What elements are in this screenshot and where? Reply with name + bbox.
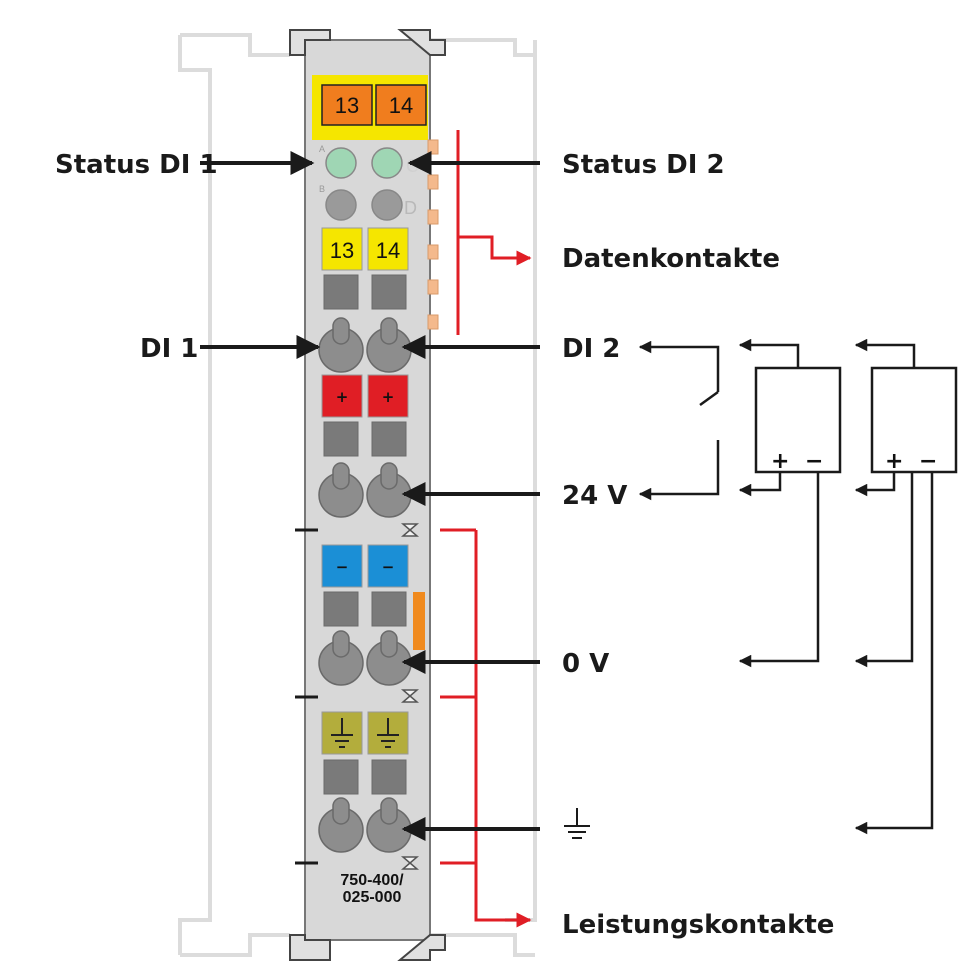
label-24v: 24 V	[562, 481, 627, 511]
top-terminal-label-left: 13	[335, 93, 359, 118]
keyhole-pe-left	[318, 797, 364, 853]
led-status-di1	[325, 147, 357, 179]
ground-icon	[564, 808, 590, 839]
plus-markers: + +	[321, 374, 409, 418]
led-letter-c: C	[406, 156, 419, 176]
external-wiring	[638, 338, 958, 835]
label-datenkontakte: Datenkontakte	[562, 244, 780, 274]
label-di1: DI 1	[140, 334, 198, 364]
led-letter-d: D	[404, 198, 417, 218]
plus-label-right: +	[382, 388, 395, 406]
side-ticks	[295, 528, 318, 865]
terminal-markers: 13 14	[321, 227, 409, 271]
top-terminal-label-right: 14	[389, 93, 413, 118]
orange-power-strip	[413, 592, 425, 650]
part-number-line2: 025-000	[343, 889, 402, 906]
label-di2: DI 2	[562, 334, 620, 364]
minus-label-left: −	[336, 558, 349, 576]
minus-label-right: −	[382, 558, 395, 576]
switch-icon	[699, 390, 719, 407]
label-status-di2: Status DI 2	[562, 150, 725, 180]
keyhole-di2	[366, 317, 412, 373]
keyhole-pe-right	[366, 797, 412, 853]
keyhole-0v-right	[366, 630, 412, 686]
keyhole-0v-left	[318, 630, 364, 686]
label-status-di1: Status DI 1	[55, 150, 218, 180]
minus-markers: − −	[321, 544, 409, 588]
terminal-keyholes	[318, 317, 412, 853]
clamp-blocks	[323, 274, 407, 795]
keyhole-24v-right	[366, 462, 412, 518]
led-letter-a: A	[319, 144, 325, 154]
earth-markers	[321, 711, 409, 755]
plus-label-left: +	[336, 388, 349, 406]
data-contact-tabs	[427, 139, 439, 330]
led-unused-d	[371, 189, 403, 221]
sensor-1-plus: +	[771, 449, 789, 474]
led-status-di2	[371, 147, 403, 179]
led-unused-b	[325, 189, 357, 221]
sensor-2-minus: −	[919, 449, 937, 474]
datenkontakte-bracket	[456, 130, 532, 335]
part-number-line1: 750-400/	[340, 872, 404, 889]
marker-label-left: 13	[330, 238, 354, 263]
leistungskontakte-bracket	[440, 528, 532, 928]
top-terminal-marker: 13 14	[321, 84, 427, 126]
led-letter-b: B	[319, 184, 325, 194]
earth-icon	[331, 718, 399, 748]
keyhole-di1	[318, 317, 364, 373]
sensor-1-minus: −	[805, 449, 823, 474]
power-contact-slots	[400, 523, 420, 870]
sensor-1-box	[754, 366, 842, 474]
label-arrows	[200, 151, 540, 841]
marker-label-right: 14	[376, 238, 400, 263]
label-leistungskontakte: Leistungskontakte	[562, 910, 834, 940]
label-0v: 0 V	[562, 649, 609, 679]
keyhole-24v-left	[318, 462, 364, 518]
sensor-2-plus: +	[885, 449, 903, 474]
